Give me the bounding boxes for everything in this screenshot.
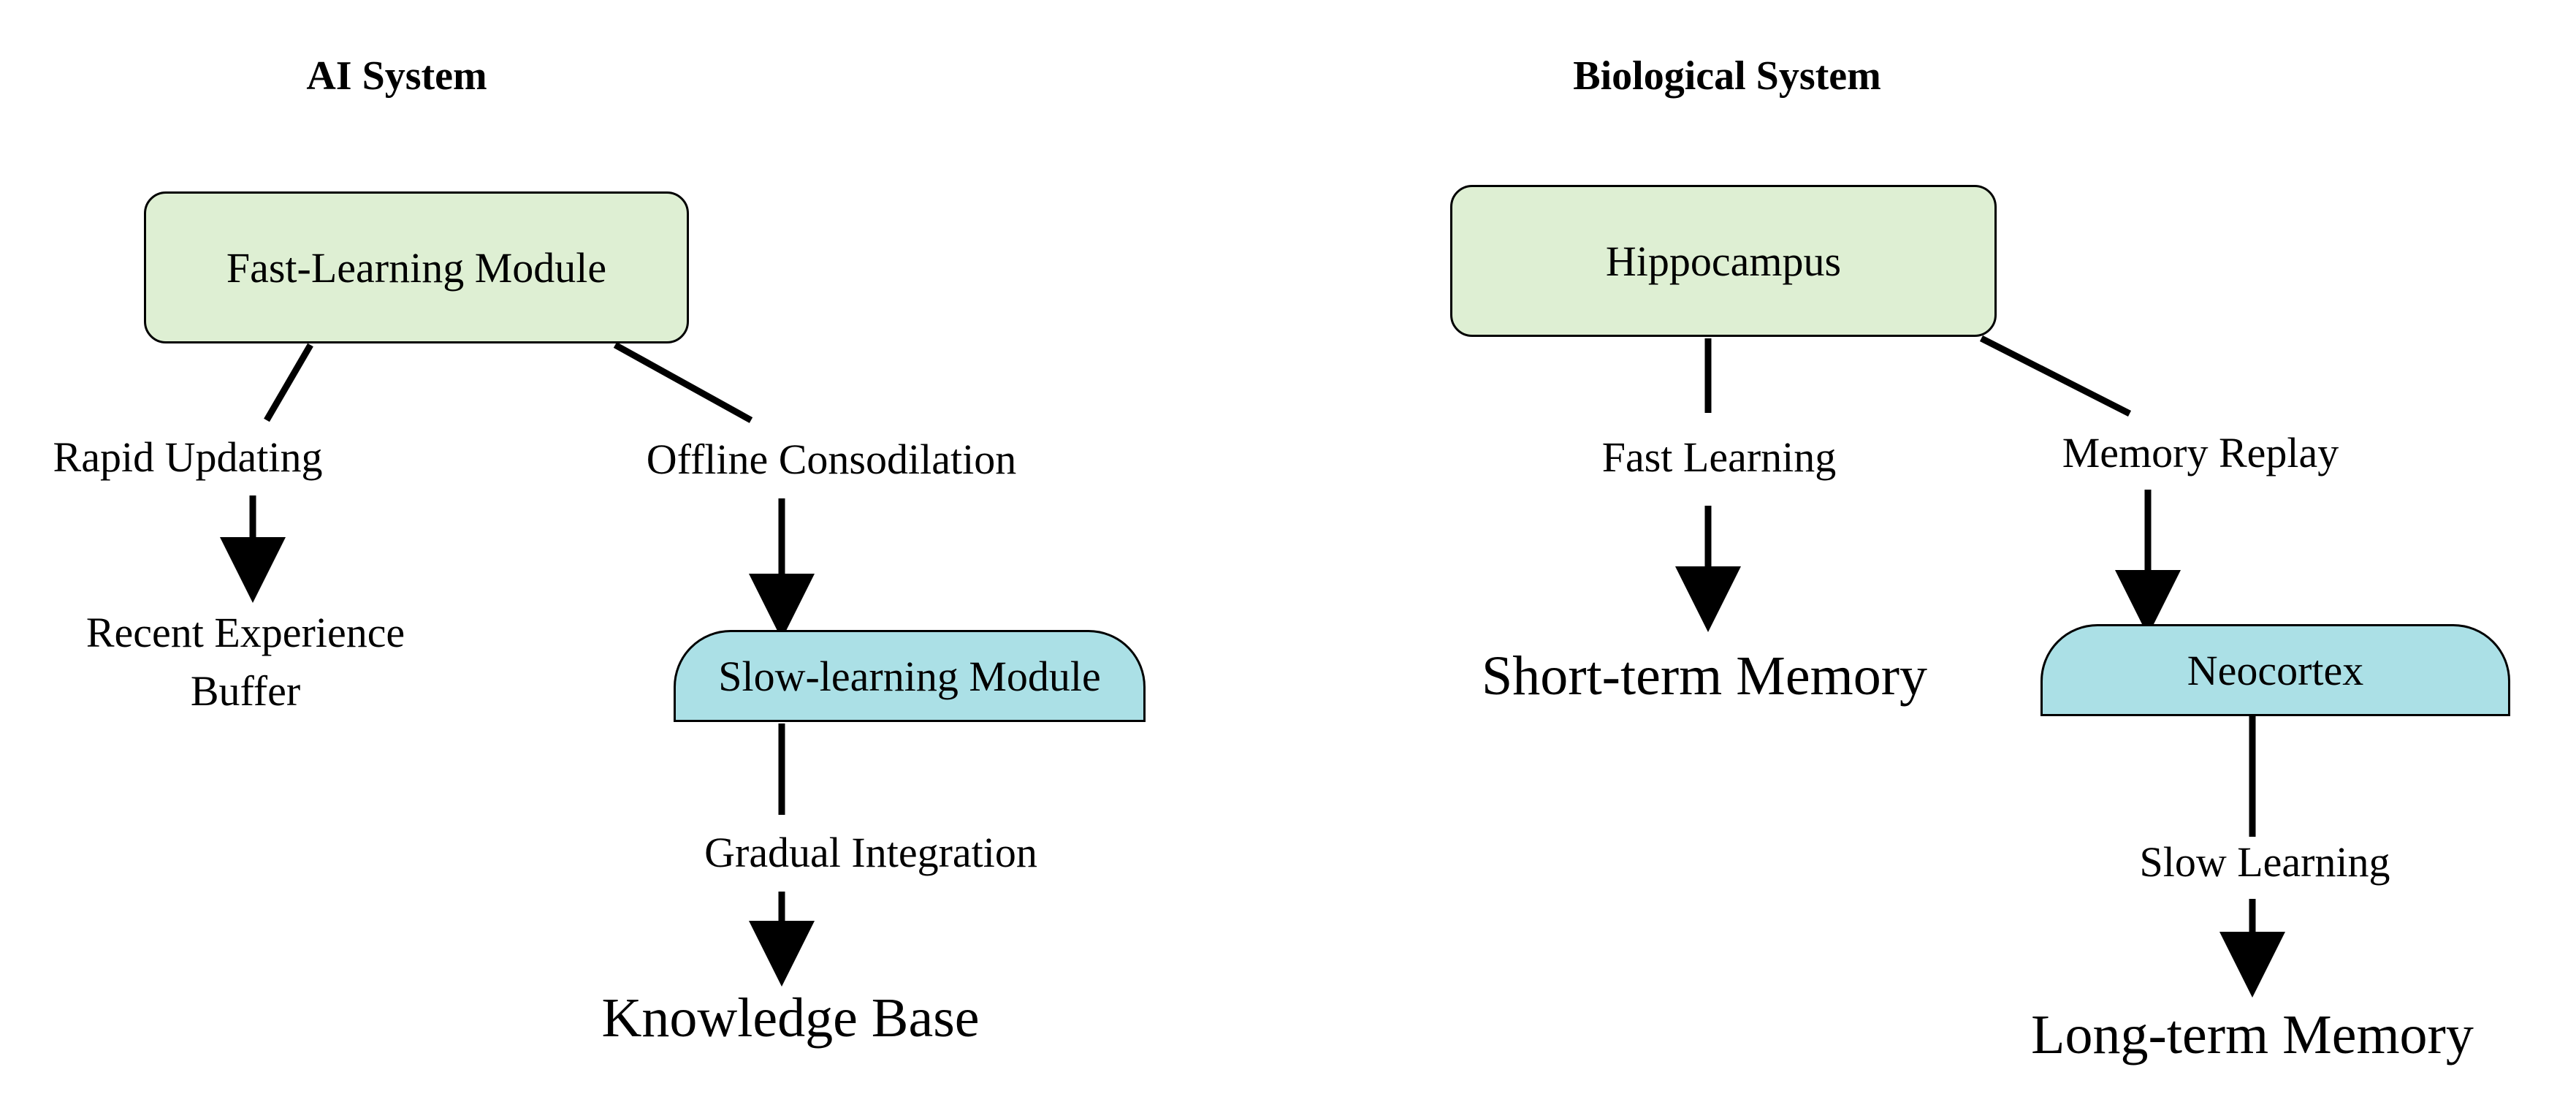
knowledge-base-label: Knowledge Base: [601, 987, 980, 1049]
fast-learning-label: Fast Learning: [1601, 433, 1837, 481]
offline-consolidation-label: Offline Consodilation: [646, 436, 1017, 483]
neocortex-box: Neocortex: [2040, 624, 2510, 716]
neocortex-label: Neocortex: [2187, 646, 2364, 694]
rapid-updating-label: Rapid Updating: [53, 433, 323, 481]
fast-learning-module-label: Fast-Learning Module: [226, 243, 607, 292]
hippocampus-box: Hippocampus: [1450, 185, 1997, 337]
fast-learning-module-box: Fast-Learning Module: [144, 191, 689, 343]
hippocampus-label: Hippocampus: [1605, 237, 1842, 285]
recent-buffer-line2: Buffer: [190, 667, 301, 715]
line-fast-to-offline: [613, 342, 753, 423]
slow-learning-module-box: Slow-learning Module: [674, 630, 1146, 722]
ai-system-title: AI System: [306, 53, 487, 99]
gradual-integration-label: Gradual Integration: [704, 829, 1037, 876]
recent-experience-buffer-label: Recent Experience Buffer: [86, 604, 405, 721]
line-hippo-to-replay: [1979, 335, 2132, 417]
memory-replay-label: Memory Replay: [2062, 429, 2339, 476]
long-term-memory-label: Long-term Memory: [2031, 1004, 2474, 1065]
slow-learning-module-label: Slow-learning Module: [718, 652, 1101, 700]
recent-buffer-line1: Recent Experience: [85, 609, 405, 656]
slow-learning-label: Slow Learning: [2139, 838, 2390, 886]
biological-system-title: Biological System: [1573, 53, 1881, 99]
line-fast-to-rapid: [264, 343, 313, 422]
short-term-memory-label: Short-term Memory: [1481, 645, 1928, 707]
